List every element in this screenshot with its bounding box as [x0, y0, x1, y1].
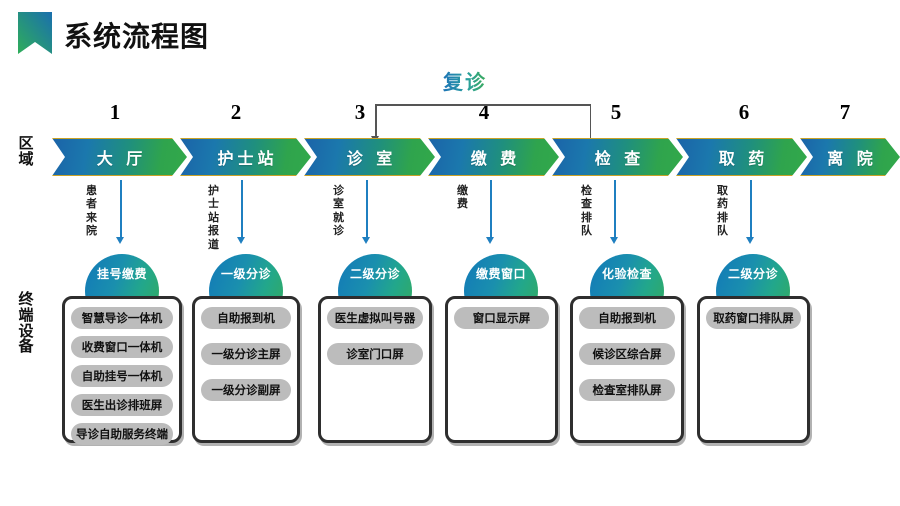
flow-arrow-4	[486, 180, 495, 244]
flow-caption-5: 检查排队	[581, 184, 592, 238]
terminal-circle-label-2: 一级分诊	[220, 267, 271, 281]
device-pill[interactable]: 候诊区综合屏	[579, 343, 675, 365]
page-title: 系统流程图	[64, 20, 210, 53]
step-number-3: 3	[354, 100, 366, 124]
flow-caption-2: 护士站报道	[208, 184, 219, 251]
chevron-label-1: 大 厅	[96, 149, 147, 168]
bookmark-ribbon-icon	[18, 12, 52, 54]
revisit-bracket	[371, 104, 591, 143]
chevron-label-2: 护士站	[217, 149, 278, 168]
row-label-terminal: 终端设备	[18, 290, 34, 356]
flow-caption-6: 取药排队	[717, 184, 728, 238]
terminal-circle-label-6: 二级分诊	[727, 267, 778, 281]
revisit-label: 复诊	[443, 66, 487, 95]
device-pill[interactable]: 一级分诊副屏	[201, 379, 291, 401]
chevron-step-6[interactable]: 取 药	[676, 138, 807, 176]
chevron-label-5: 检 查	[594, 149, 645, 168]
step-number-7: 7	[839, 100, 851, 124]
terminal-circle-label-3: 二级分诊	[349, 267, 400, 281]
chevron-label-7: 离 院	[827, 149, 877, 168]
flow-caption-3: 诊室就诊	[333, 184, 344, 238]
device-box-5: 自助报到机 候诊区综合屏 检查室排队屏	[570, 296, 684, 443]
step-number-2: 2	[230, 100, 242, 124]
flow-arrow-3	[362, 180, 371, 244]
device-pill[interactable]: 收费窗口一体机	[71, 336, 173, 358]
device-pill[interactable]: 自助挂号一体机	[71, 365, 173, 387]
device-pill[interactable]: 诊室门口屏	[327, 343, 423, 365]
device-pill[interactable]: 智慧导诊一体机	[71, 307, 173, 329]
row-label-area: 区域	[18, 134, 34, 168]
chevron-step-1[interactable]: 大 厅	[52, 138, 187, 176]
device-box-3: 医生虚拟叫号器 诊室门口屏	[318, 296, 432, 443]
step-number-5: 5	[610, 100, 622, 124]
terminal-circle-label-5: 化验检查	[601, 267, 652, 281]
flow-arrow-2	[237, 180, 246, 244]
chevron-label-6: 取 药	[718, 149, 769, 168]
terminal-circle-label-1: 挂号缴费	[96, 267, 147, 281]
flow-arrow-1	[116, 180, 125, 244]
terminal-circle-label-4: 缴费窗口	[475, 267, 526, 281]
chevron-label-4: 缴 费	[470, 149, 521, 168]
chevron-step-5[interactable]: 检 查	[552, 138, 683, 176]
device-box-1: 智慧导诊一体机 收费窗口一体机 自助挂号一体机 医生出诊排班屏 导诊自助服务终端	[62, 296, 182, 445]
device-box-4: 窗口显示屏	[445, 296, 558, 443]
chevron-step-7[interactable]: 离 院	[800, 138, 900, 176]
device-pill[interactable]: 医生出诊排班屏	[71, 394, 173, 416]
device-pill[interactable]: 取药窗口排队屏	[706, 307, 801, 329]
flow-caption-4: 缴费	[457, 184, 468, 211]
chevron-step-3[interactable]: 诊 室	[304, 138, 435, 176]
device-pill[interactable]: 导诊自助服务终端	[71, 423, 173, 445]
device-box-6: 取药窗口排队屏	[697, 296, 810, 443]
device-pill[interactable]: 自助报到机	[201, 307, 291, 329]
flow-arrow-6	[746, 180, 755, 244]
step-number-1: 1	[109, 100, 121, 124]
flow-caption-1: 患者来院	[86, 184, 97, 238]
device-pill[interactable]: 窗口显示屏	[454, 307, 549, 329]
device-box-2: 自助报到机 一级分诊主屏 一级分诊副屏	[192, 296, 300, 443]
chevron-step-2[interactable]: 护士站	[180, 138, 311, 176]
device-pill[interactable]: 自助报到机	[579, 307, 675, 329]
flow-arrow-5	[610, 180, 619, 244]
chevron-label-3: 诊 室	[346, 149, 397, 168]
step-number-6: 6	[738, 100, 750, 124]
device-pill[interactable]: 一级分诊主屏	[201, 343, 291, 365]
device-pill[interactable]: 检查室排队屏	[579, 379, 675, 401]
step-number-4: 4	[478, 100, 490, 124]
device-pill[interactable]: 医生虚拟叫号器	[327, 307, 423, 329]
chevron-step-4[interactable]: 缴 费	[428, 138, 559, 176]
